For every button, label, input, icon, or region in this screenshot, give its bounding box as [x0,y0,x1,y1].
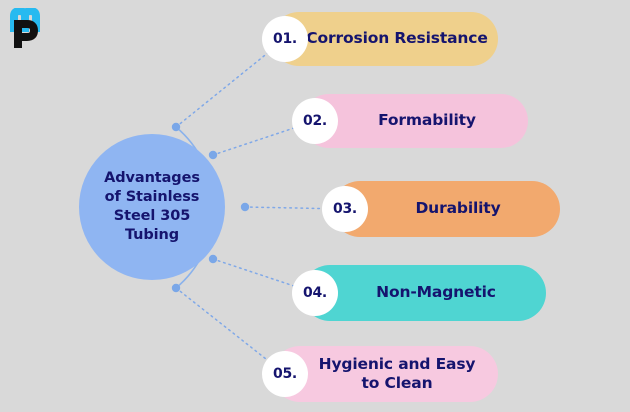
hub-title-line-2: of Stainless [104,188,200,205]
connector-nodes [171,122,250,293]
hub-title: Advantages of Stainless Steel 305 Tubing [98,169,206,246]
item-label-4: Non-Magnetic [376,283,496,302]
item-label-3: Durability [415,199,501,218]
connector-node-5 [171,283,181,293]
connector-node-4 [208,254,218,264]
item-label-2: Formability [378,111,476,130]
brand-logo[interactable] [10,8,62,50]
connector-line-5 [175,287,286,375]
item-number-badge-2: 02. [292,98,338,144]
item-label-line-1: Hygienic and Easy [318,354,476,373]
item-number-badge-5: 05. [262,351,308,397]
hub-circle: Advantages of Stainless Steel 305 Tubing [79,134,225,280]
connector-node-3 [240,202,250,212]
connector-node-1 [171,122,181,132]
item-pill-4[interactable]: Non-Magnetic [302,265,546,321]
item-label-1: Corrosion Resistance [306,29,488,48]
item-pill-2[interactable]: Formability [302,94,528,148]
logo-p-icon [14,20,39,48]
logo-m-icon [10,8,40,32]
item-number-badge-1: 01. [262,16,308,62]
item-pill-3[interactable]: Durability [332,181,560,237]
hub-title-line-4: Tubing [124,227,180,244]
item-pill-1[interactable]: Corrosion Resistance [272,12,498,66]
connector-node-2 [208,150,218,160]
item-number-badge-4: 04. [292,270,338,316]
item-label-line-2: to Clean [361,374,433,392]
connector-line-1 [175,38,286,128]
hub-title-line-3: Steel 305 [113,208,191,224]
hub-title-line-1: Advantages [104,169,200,186]
item-number-badge-3: 03. [322,186,368,232]
